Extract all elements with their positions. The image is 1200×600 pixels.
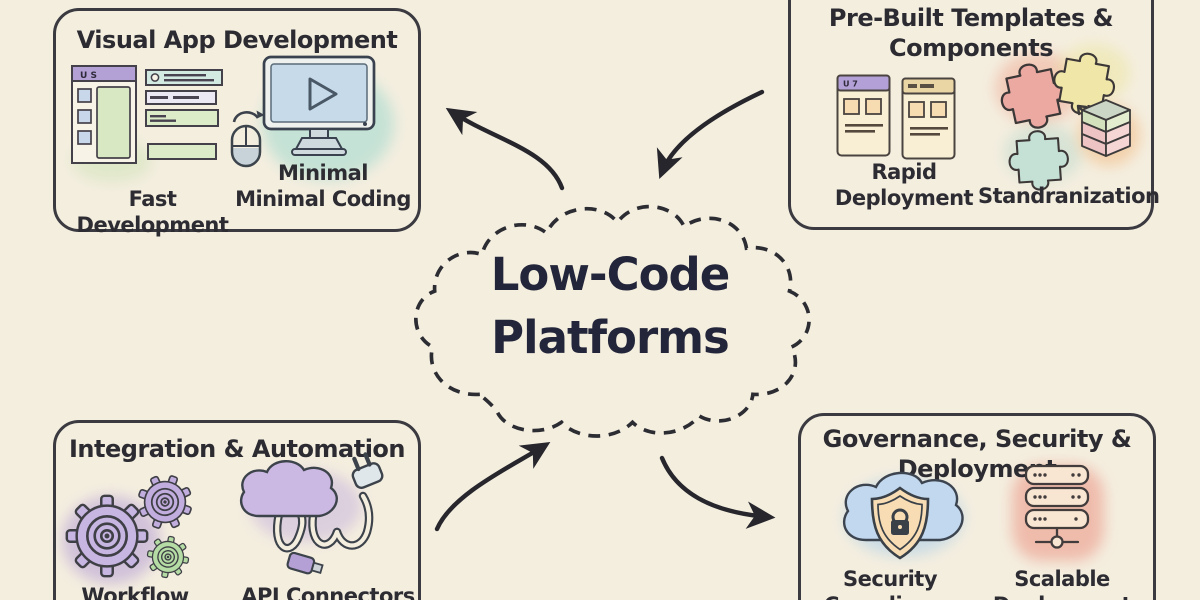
template-card-icon: U 7: [836, 74, 891, 157]
gears-icon: [65, 466, 201, 582]
app-wireframe-icon: U S: [71, 65, 223, 164]
governance-title-line1: Governance, Security &: [822, 425, 1132, 453]
arrow-to-visual-app: [445, 107, 565, 191]
label-scalable-line2: Deployment: [982, 592, 1142, 600]
label-scalable-deployment: Scalable Deployment: [982, 566, 1142, 600]
center-title-line1: Low-Code: [490, 248, 731, 301]
arrow-from-templates: [656, 89, 765, 179]
arrow-from-integration: [434, 442, 551, 532]
box-visual-app-development: Visual App Development: [53, 8, 421, 232]
cloud-plug-icon: [239, 452, 384, 575]
connector-plug-icon: [286, 551, 324, 575]
box-prebuilt-templates: Pre-Built Templates & Components: [788, 0, 1154, 230]
gear-icon-small: [143, 532, 193, 582]
label-security-line2: Compliance: [810, 592, 970, 600]
label-rapid-deployment: Rapid Deployment: [834, 160, 974, 210]
gear-icon-large: [65, 494, 149, 578]
mouse-icon: [230, 110, 265, 168]
power-plug-icon: [351, 452, 384, 490]
puzzle-piece-icon-red: [1000, 63, 1066, 129]
label-fast-development: Fast Development: [76, 187, 229, 237]
box-title-visual-app: Visual App Development: [76, 26, 398, 54]
label-security-compliance: Security Compliance: [810, 566, 970, 600]
puzzle-piece-icon-teal: [1008, 130, 1069, 191]
center-title: Low-Code Platforms: [430, 243, 790, 369]
label-workflow: Workflow: [81, 584, 189, 600]
cloud-shape: [414, 204, 811, 438]
label-api-connectors: API Connectors: [241, 584, 415, 600]
label-minimal-line2: Minimal Coding: [235, 187, 411, 211]
lock-icon: [891, 508, 909, 535]
templates-title-line2: Components: [889, 34, 1053, 62]
puzzle-piece-icon-yellow: [1053, 52, 1115, 115]
center-title-line2: Platforms: [491, 311, 730, 364]
box-title-templates: Pre-Built Templates & Components: [791, 3, 1151, 63]
label-security-line1: Security: [842, 567, 938, 591]
template-card-header-text: U 7: [843, 80, 858, 89]
wireframe-header-text: U S: [80, 71, 97, 81]
label-minimal-line1: Minimal: [278, 161, 369, 185]
template-card-icon-2: [901, 77, 956, 160]
label-standranization: Standranization: [978, 184, 1160, 208]
play-icon: [308, 77, 338, 111]
shield-cloud-icon: [843, 471, 964, 560]
cube-stack-icon: [1076, 99, 1131, 157]
label-scalable-line1: Scalable: [1014, 567, 1110, 591]
server-stack-icon: [1024, 464, 1090, 549]
arrow-to-governance: [659, 455, 776, 529]
gear-icon-medium: [129, 466, 201, 538]
monitor-play-icon: [262, 55, 376, 156]
box-title-integration: Integration & Automation: [69, 435, 406, 463]
label-minimal-coding: Minimal Minimal Coding: [233, 160, 413, 212]
box-integration-automation: Integration & Automation: [53, 420, 421, 600]
templates-title-line1: Pre-Built Templates &: [828, 4, 1114, 32]
center-cloud: [414, 204, 811, 438]
cloud-shape: [239, 460, 338, 518]
